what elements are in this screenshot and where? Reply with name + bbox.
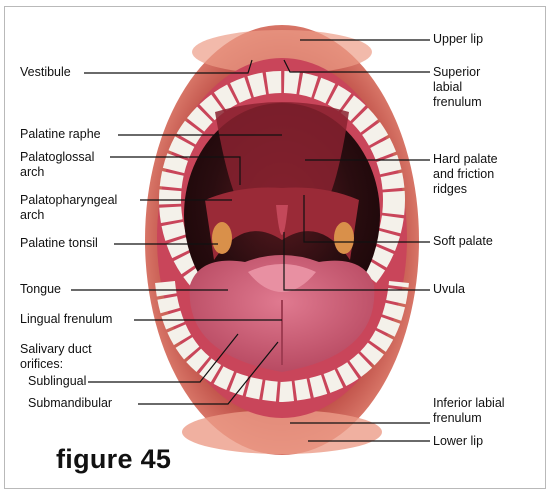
label-upper-lip: Upper lip <box>433 32 483 47</box>
label-lower-lip: Lower lip <box>433 434 483 449</box>
label-palatine-tonsil: Palatine tonsil <box>20 236 98 251</box>
label-lingual-frenulum: Lingual frenulum <box>20 312 112 327</box>
label-inferior-labial-frenulum: Inferior labial frenulum <box>433 396 505 426</box>
label-uvula: Uvula <box>433 282 465 297</box>
label-sublingual: Sublingual <box>28 374 86 389</box>
label-hard-palate: Hard palate and friction ridges <box>433 152 498 197</box>
label-palatine-raphe: Palatine raphe <box>20 127 101 142</box>
figure-caption: figure 45 <box>56 444 171 475</box>
right-tonsil <box>334 222 354 254</box>
label-tongue: Tongue <box>20 282 61 297</box>
hard-palate <box>215 102 349 195</box>
left-tonsil <box>212 222 232 254</box>
label-vestibule: Vestibule <box>20 65 71 80</box>
label-palatopharyngeal-arch: Palatopharyngeal arch <box>20 193 117 223</box>
label-soft-palate: Soft palate <box>433 234 493 249</box>
label-submandibular: Submandibular <box>28 396 112 411</box>
label-superior-labial-frenulum: Superior labial frenulum <box>433 65 482 110</box>
label-palatoglossal-arch: Palatoglossal arch <box>20 150 94 180</box>
label-salivary-duct-orifices: Salivary duct orifices: <box>20 342 92 372</box>
